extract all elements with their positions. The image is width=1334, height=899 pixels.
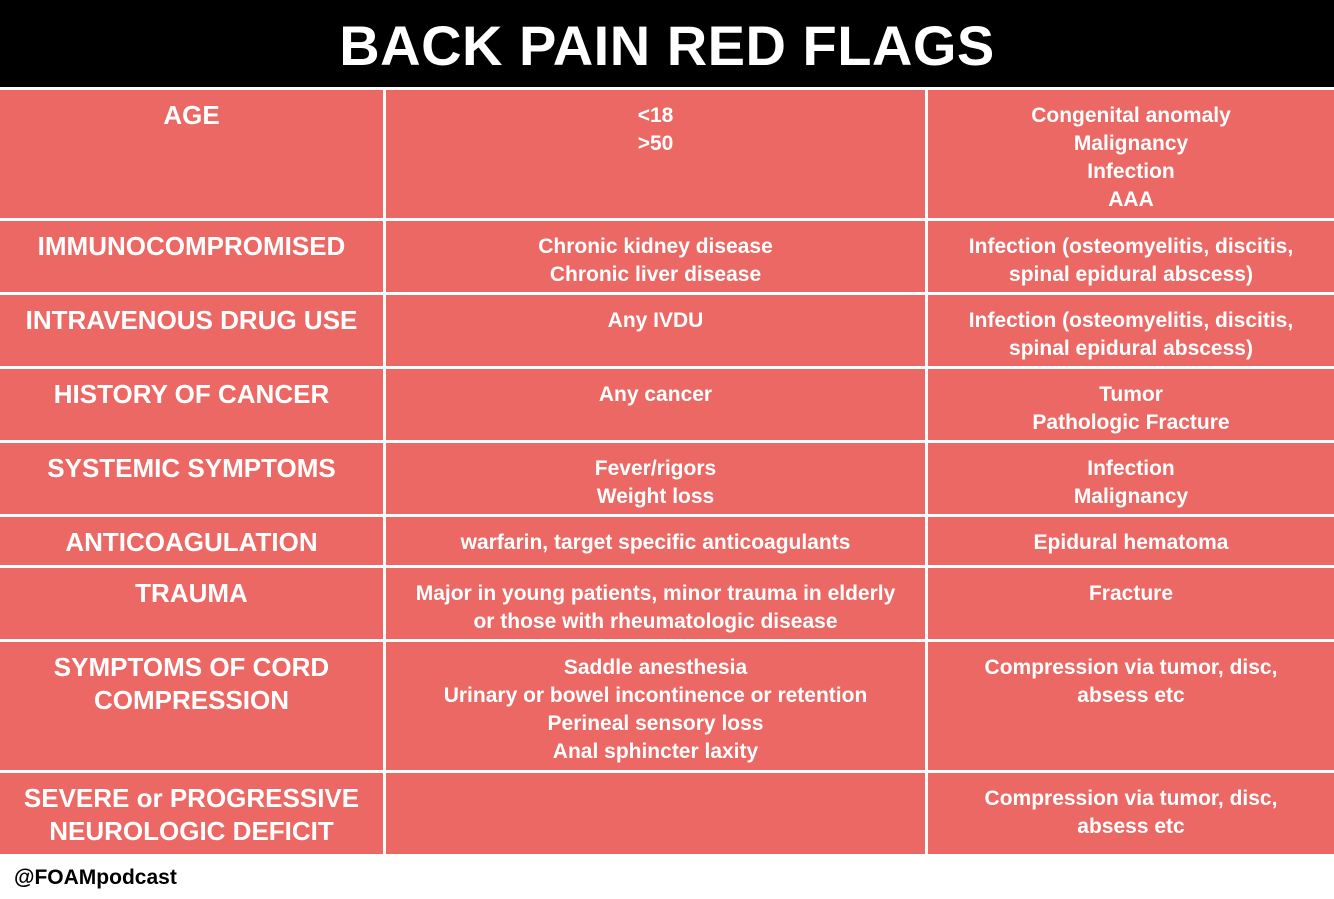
details-cell: Any IVDU <box>386 295 925 366</box>
details-line: >50 <box>637 132 674 155</box>
flag-cell: IMMUNOCOMPROMISED <box>0 221 383 292</box>
details-line: Any cancer <box>598 383 713 406</box>
details-line: Urinary or bowel incontinence or retenti… <box>443 684 868 707</box>
concern-line: spinal epidural abscess) <box>1009 337 1253 360</box>
concern-cell: Epidural hematoma <box>928 517 1334 565</box>
flag-cell: TRAUMA <box>0 568 383 639</box>
flag-line: NEUROLOGIC DEFICIT <box>49 816 334 846</box>
concern-line: Infection (osteomyelitis, discitis, <box>968 235 1294 258</box>
table-row: ANTICOAGULATION warfarin, target specific… <box>0 517 1334 565</box>
flag-cell: AGE <box>0 90 383 218</box>
flag-cell: INTRAVENOUS DRUG USE <box>0 295 383 366</box>
details-line: Saddle anesthesia <box>563 656 748 679</box>
details-cell: Any cancer <box>386 369 925 440</box>
details-line: Anal sphincter laxity <box>552 740 759 763</box>
details-line: Weight loss <box>596 485 715 508</box>
details-line: Major in young patients, minor trauma in… <box>415 582 896 605</box>
concern-line: spinal epidural abscess) <box>1009 263 1253 286</box>
concern-line: Compression via tumor, disc, <box>984 656 1278 679</box>
concern-line: Infection (osteomyelitis, discitis, <box>968 309 1294 332</box>
details-line: Any IVDU <box>607 309 704 332</box>
concern-line: Infection <box>1087 457 1175 480</box>
flag-line: TRAUMA <box>135 578 248 608</box>
concern-line: Compression via tumor, disc, <box>984 787 1278 810</box>
table-row: INTRAVENOUS DRUG USE Any IVDU Infection (o… <box>0 295 1334 366</box>
flag-line: SYSTEMIC SYMPTOMS <box>47 453 336 483</box>
flag-cell: SYSTEMIC SYMPTOMS <box>0 443 383 514</box>
footer-handle: @FOAMpodcast <box>14 866 177 889</box>
details-line: <18 <box>637 104 674 127</box>
concern-cell: Infection (osteomyelitis, discitis, spina… <box>928 221 1334 292</box>
flag-line: AGE <box>163 100 220 130</box>
details-line: Fever/rigors <box>594 457 717 480</box>
flag-line: SEVERE or PROGRESSIVE <box>23 783 360 813</box>
title-banner: BACK PAIN RED FLAGS <box>0 0 1334 87</box>
concern-cell: Infection (osteomyelitis, discitis, spina… <box>928 295 1334 366</box>
concern-line: Malignancy <box>1073 485 1189 508</box>
concern-line: Malignancy <box>1073 132 1189 155</box>
flag-line: IMMUNOCOMPROMISED <box>37 231 346 261</box>
flag-line: INTRAVENOUS DRUG USE <box>25 305 358 335</box>
details-cell: warfarin, target specific anticoagulants <box>386 517 925 565</box>
concern-line: AAA <box>1108 188 1154 211</box>
concern-line: absess etc <box>1077 815 1185 838</box>
details-line: or those with rheumatologic disease <box>473 610 838 633</box>
concern-cell: Compression via tumor, disc, absess etc <box>928 773 1334 854</box>
flag-cell: HISTORY OF CANCER <box>0 369 383 440</box>
concern-line: Tumor <box>1099 383 1163 406</box>
concern-line: Pathologic Fracture <box>1032 411 1230 434</box>
concern-line: Infection <box>1087 160 1175 183</box>
details-line: Perineal sensory loss <box>547 712 764 735</box>
details-line: Chronic liver disease <box>549 263 762 286</box>
concern-cell: Compression via tumor, disc, absess etc <box>928 642 1334 770</box>
flag-line: SYMPTOMS OF CORD <box>53 652 330 682</box>
concern-line: Congenital anomaly <box>1031 104 1231 127</box>
details-line: warfarin, target specific anticoagulants <box>460 531 851 554</box>
flag-cell: ANTICOAGULATION <box>0 517 383 565</box>
flag-line: COMPRESSION <box>93 685 290 715</box>
concern-line: Epidural hematoma <box>1033 531 1229 554</box>
details-cell <box>386 773 925 854</box>
concern-cell: Fracture <box>928 568 1334 639</box>
concern-line: Fracture <box>1088 582 1174 605</box>
table-row: TRAUMA Major in young patients, minor tra… <box>0 568 1334 639</box>
flag-line: HISTORY OF CANCER <box>53 379 330 409</box>
details-cell: Major in young patients, minor trauma in… <box>386 568 925 639</box>
details-cell: <18>50 <box>386 90 925 218</box>
concern-line: absess etc <box>1077 684 1185 707</box>
page-title: BACK PAIN RED FLAGS <box>339 13 995 77</box>
flag-line: ANTICOAGULATION <box>65 527 318 557</box>
details-line: Chronic kidney disease <box>538 235 773 258</box>
